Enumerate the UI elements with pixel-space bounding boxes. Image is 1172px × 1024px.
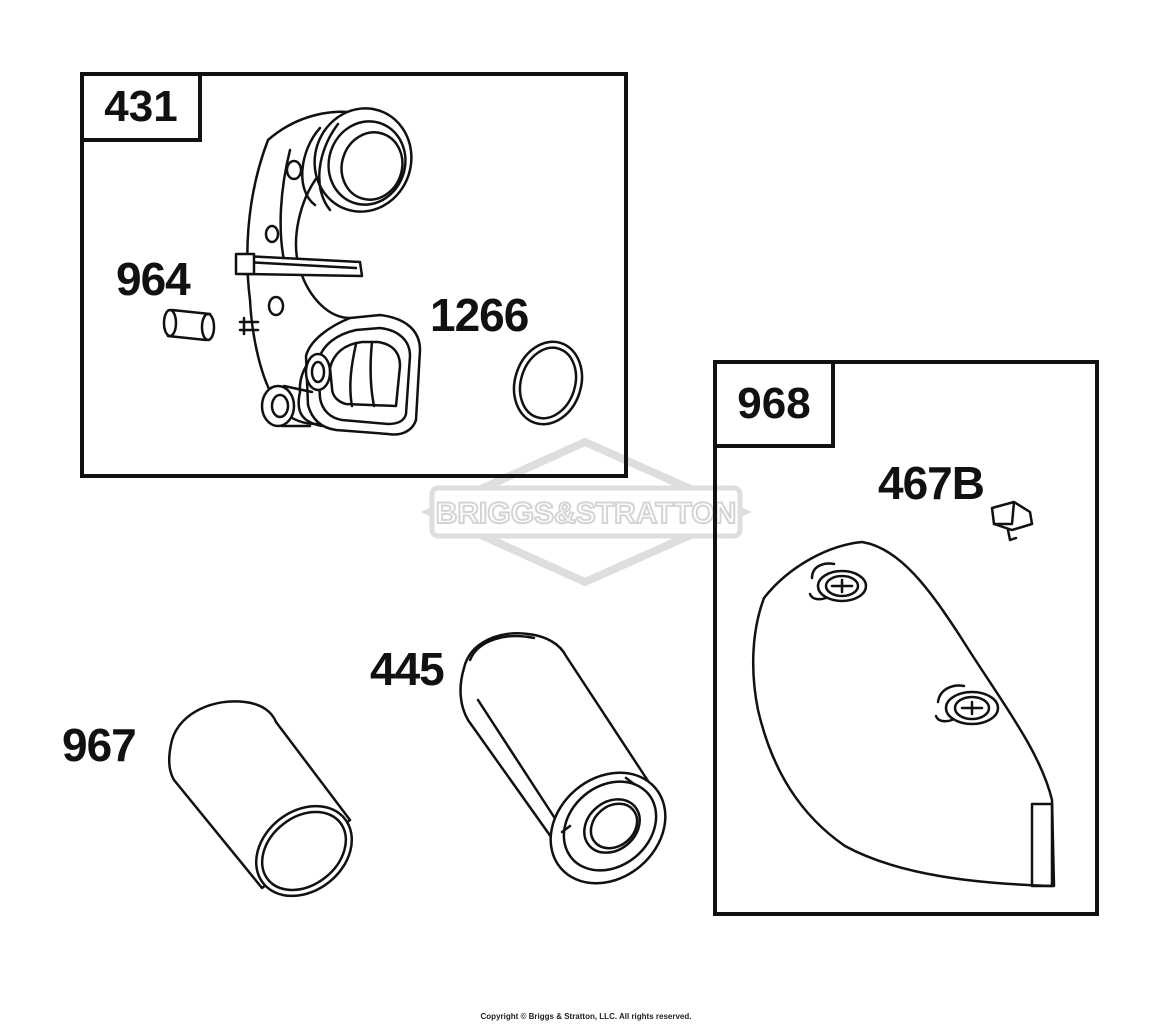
group-label-968: 968 — [717, 364, 835, 448]
o-ring-1266-drawing — [512, 340, 584, 426]
part-label-1266: 1266 — [430, 289, 529, 341]
air-filter-445-drawing — [459, 632, 667, 885]
group-box-431: 431 — [80, 72, 628, 478]
pre-cleaner-967-drawing — [168, 700, 354, 898]
part-label-445: 445 — [370, 643, 445, 695]
watermark-text: BRIGGS&STRATTON — [436, 497, 737, 530]
copyright-notice: Copyright © Briggs & Stratton, LLC. All … — [480, 1012, 692, 1021]
air-cleaner-cover-968-drawing — [751, 540, 1056, 888]
part-label-467b: 467B — [878, 457, 985, 509]
part-label-964: 964 — [116, 253, 191, 305]
air-intake-elbow-drawing — [234, 107, 422, 436]
group-label-431: 431 — [84, 76, 202, 142]
fastener-467b-drawing — [990, 500, 1034, 542]
group-box-968: 968 — [713, 360, 1099, 916]
part-label-967: 967 — [62, 719, 137, 771]
sleeve-964-drawing — [162, 308, 216, 342]
